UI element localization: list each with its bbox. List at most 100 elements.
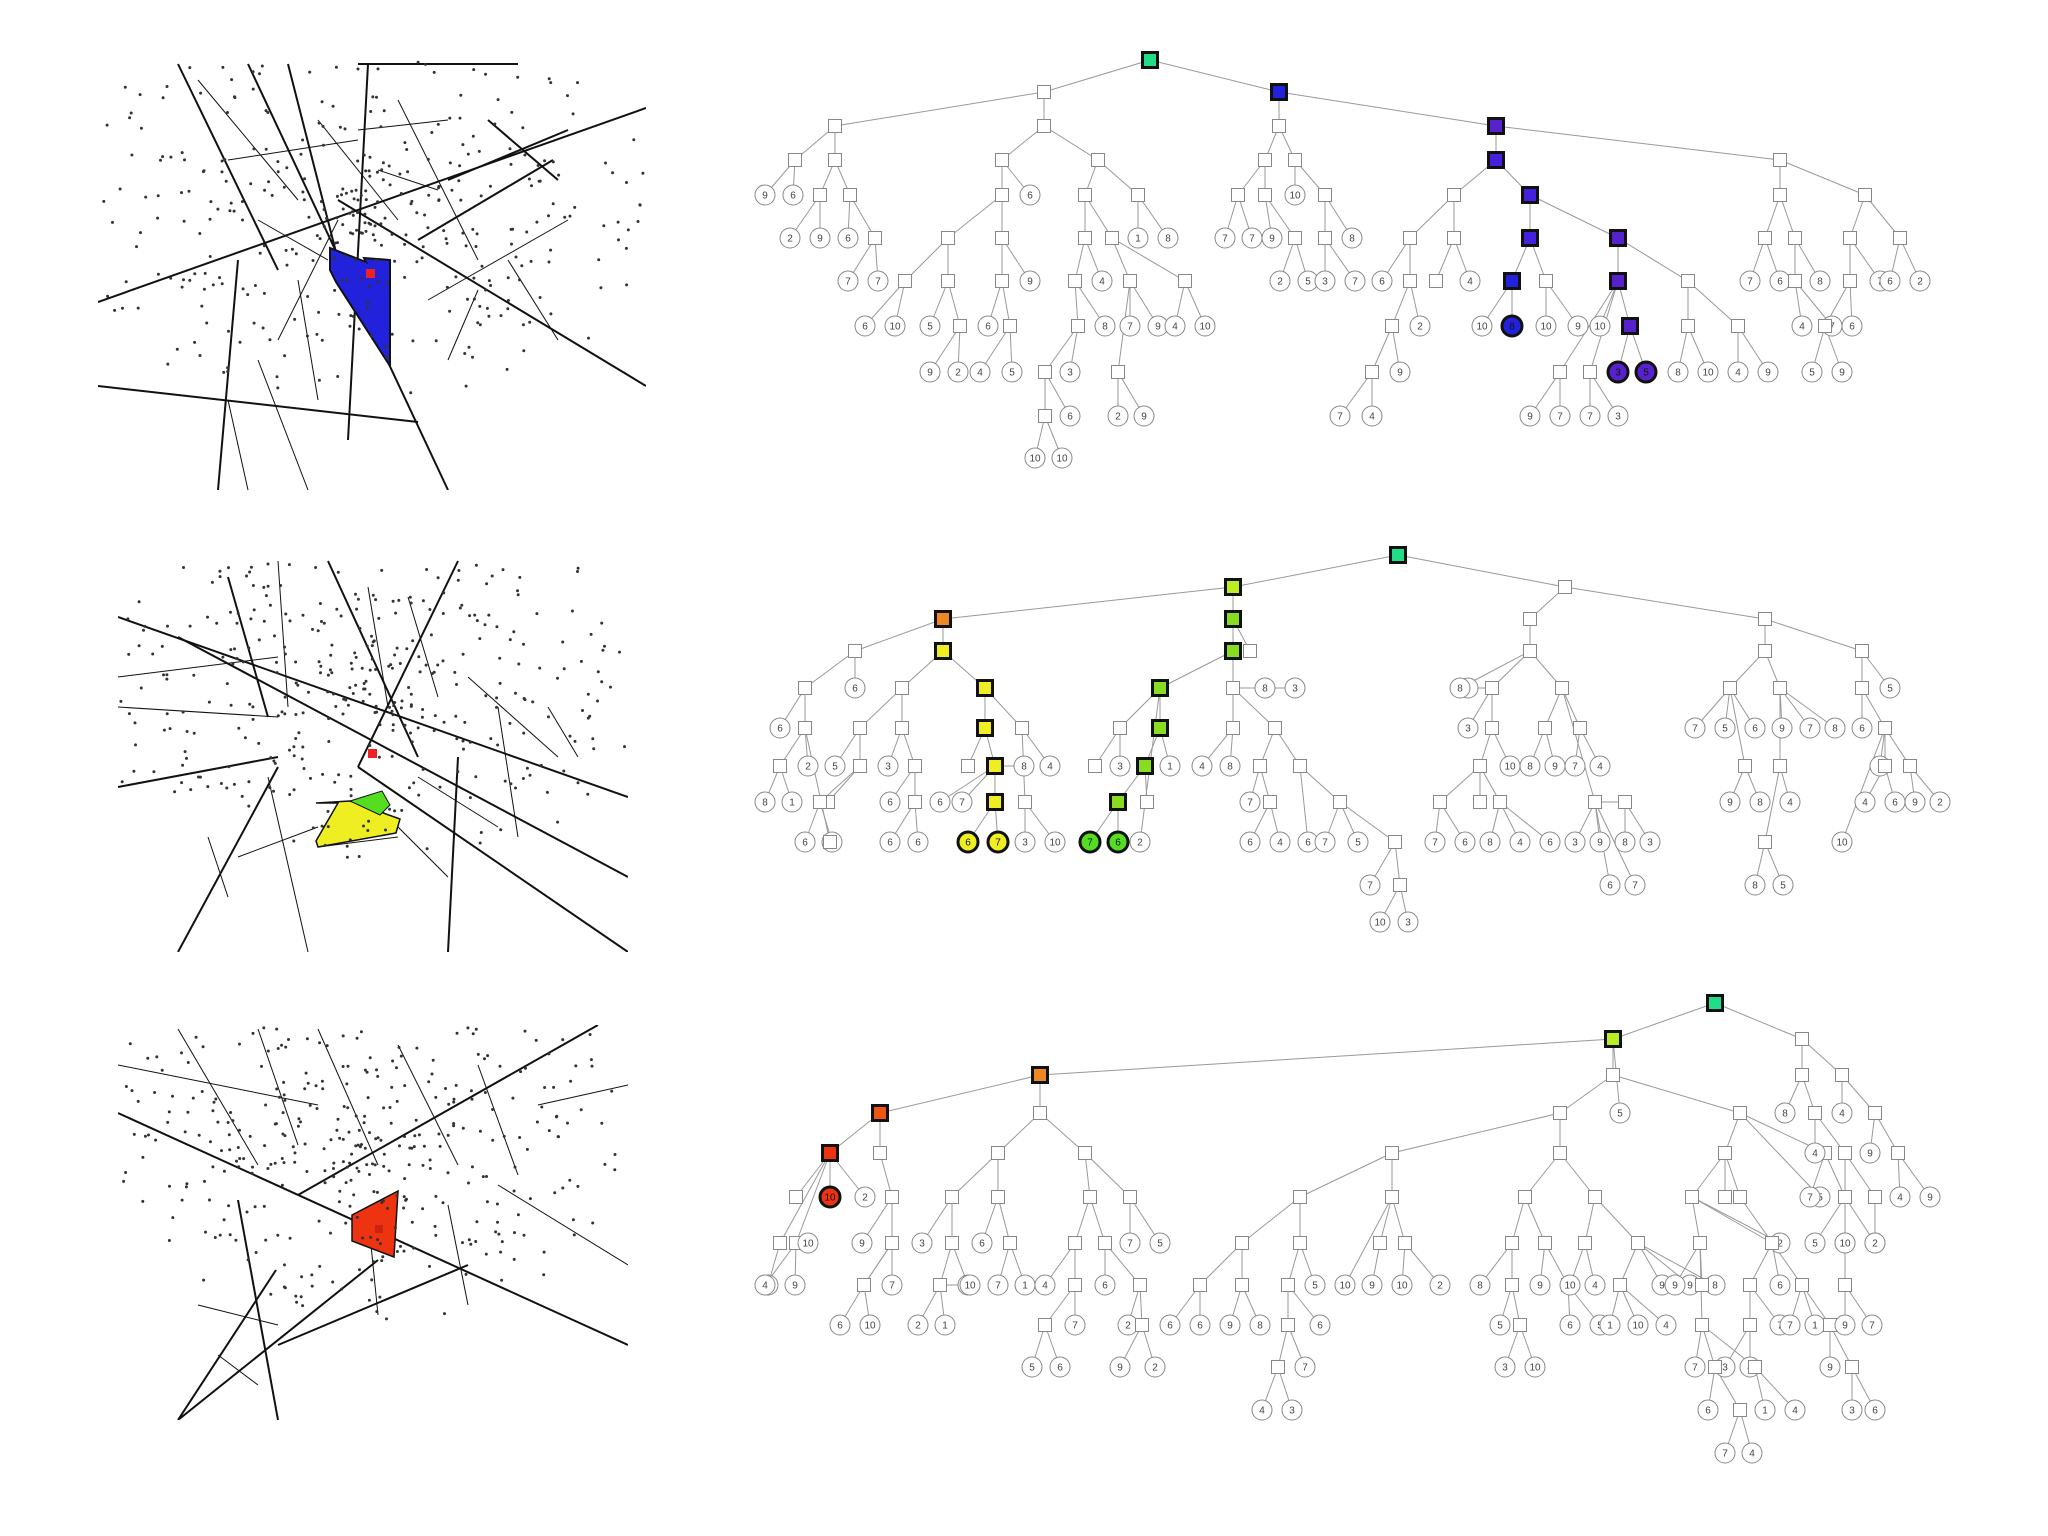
sample-point xyxy=(613,1168,617,1172)
sample-point xyxy=(625,283,629,287)
tree-split-node xyxy=(1037,119,1051,133)
tree-split-node xyxy=(1018,795,1032,809)
sample-point xyxy=(229,703,233,707)
tree-split-node-highlighted xyxy=(1706,994,1724,1012)
tree-edge xyxy=(1371,325,1393,373)
sample-point xyxy=(341,1137,345,1141)
leaf-label: 10 xyxy=(1839,1239,1851,1250)
tree-leaf-node xyxy=(959,1274,981,1296)
sample-point xyxy=(570,609,574,613)
sample-point xyxy=(384,828,387,832)
leaf-label: 5 xyxy=(1722,724,1728,735)
sample-point xyxy=(252,147,256,151)
sample-point xyxy=(320,100,324,104)
sample-point xyxy=(495,625,499,629)
sample-point xyxy=(368,744,372,747)
sample-point xyxy=(360,1143,363,1146)
tree-split-node-highlighted xyxy=(1151,719,1169,737)
tree-leaf-node xyxy=(1369,911,1391,933)
sample-point xyxy=(243,736,247,740)
tree-split-node xyxy=(908,795,922,809)
tree-leaf-node xyxy=(879,791,901,813)
sample-point xyxy=(283,652,287,656)
sample-point xyxy=(162,673,165,677)
sample-point xyxy=(524,1066,527,1070)
sample-point xyxy=(434,1194,438,1198)
sample-point xyxy=(280,1043,284,1047)
sample-point xyxy=(510,242,513,246)
tree-split-node xyxy=(898,274,912,288)
sample-point xyxy=(356,159,360,163)
tree-edge xyxy=(795,1152,831,1244)
sample-point xyxy=(425,568,429,571)
sample-point xyxy=(314,1084,318,1088)
sample-point xyxy=(483,1091,487,1094)
sample-point xyxy=(463,720,467,724)
leaf-label: 6 xyxy=(979,1239,985,1250)
sample-point xyxy=(294,252,298,256)
leaf-label: 9 xyxy=(1575,322,1581,333)
sample-point xyxy=(456,770,460,774)
sample-point xyxy=(296,1124,300,1128)
sample-point xyxy=(512,630,516,634)
leaf-label: 1 xyxy=(1762,1406,1768,1417)
sample-point xyxy=(323,1169,327,1173)
tree-leaf-node-highlighted xyxy=(1606,360,1630,384)
tree-split-node xyxy=(1268,721,1282,735)
sample-point xyxy=(370,657,374,661)
sample-point xyxy=(318,237,322,241)
sample-point xyxy=(120,780,124,784)
sample-point xyxy=(327,717,331,721)
tree-split-node xyxy=(1818,319,1832,333)
sample-point xyxy=(328,668,332,672)
sample-point xyxy=(175,347,179,351)
sample-point xyxy=(355,1215,359,1219)
tree-leaf-node xyxy=(907,1314,929,1336)
sample-point xyxy=(335,607,339,611)
sample-point xyxy=(399,1054,403,1058)
sample-point xyxy=(326,690,330,694)
leaf-label: 4 xyxy=(1277,838,1283,849)
tree-split-node xyxy=(1631,1236,1645,1250)
sample-point xyxy=(350,189,354,193)
tree-leaf-node xyxy=(1164,315,1186,337)
sample-point xyxy=(459,93,463,97)
highlighted-cell-lime xyxy=(348,790,391,816)
sample-point xyxy=(218,276,221,280)
tree-edge xyxy=(1564,586,1766,620)
sample-point xyxy=(487,613,491,617)
sample-point xyxy=(364,679,368,683)
sample-point xyxy=(260,1064,263,1068)
tree-split-node xyxy=(1845,1360,1859,1374)
sample-point xyxy=(410,740,414,744)
sample-point xyxy=(200,1090,204,1093)
sample-point xyxy=(611,171,615,175)
tree-leaf-node xyxy=(1219,755,1241,777)
sample-point xyxy=(349,314,353,318)
leaf-label: 2 xyxy=(787,234,793,245)
sample-point xyxy=(463,352,467,355)
tree-split-node-highlighted xyxy=(934,610,952,628)
sample-point xyxy=(367,1298,371,1302)
sample-point xyxy=(426,157,430,161)
tree-split-node xyxy=(1111,365,1125,379)
leaf-label: 1 xyxy=(1135,234,1141,245)
sample-point xyxy=(525,1147,529,1151)
sample-point xyxy=(471,1032,475,1036)
sample-point xyxy=(323,1181,327,1185)
sample-point xyxy=(251,717,255,721)
tree-split-node xyxy=(1773,681,1787,695)
sample-point xyxy=(467,1181,470,1185)
tree-split-node xyxy=(1765,1236,1779,1250)
tree-split-node xyxy=(1708,1360,1722,1374)
sample-point xyxy=(241,218,244,222)
sample-point xyxy=(269,1292,273,1296)
tree-edge xyxy=(1529,194,1619,239)
sample-point xyxy=(632,138,636,142)
tree-edge xyxy=(1739,1112,1821,1198)
sample-point xyxy=(363,1114,367,1118)
tree-leaf-node xyxy=(781,791,803,813)
sample-point xyxy=(391,599,395,603)
sample-point xyxy=(301,613,305,617)
